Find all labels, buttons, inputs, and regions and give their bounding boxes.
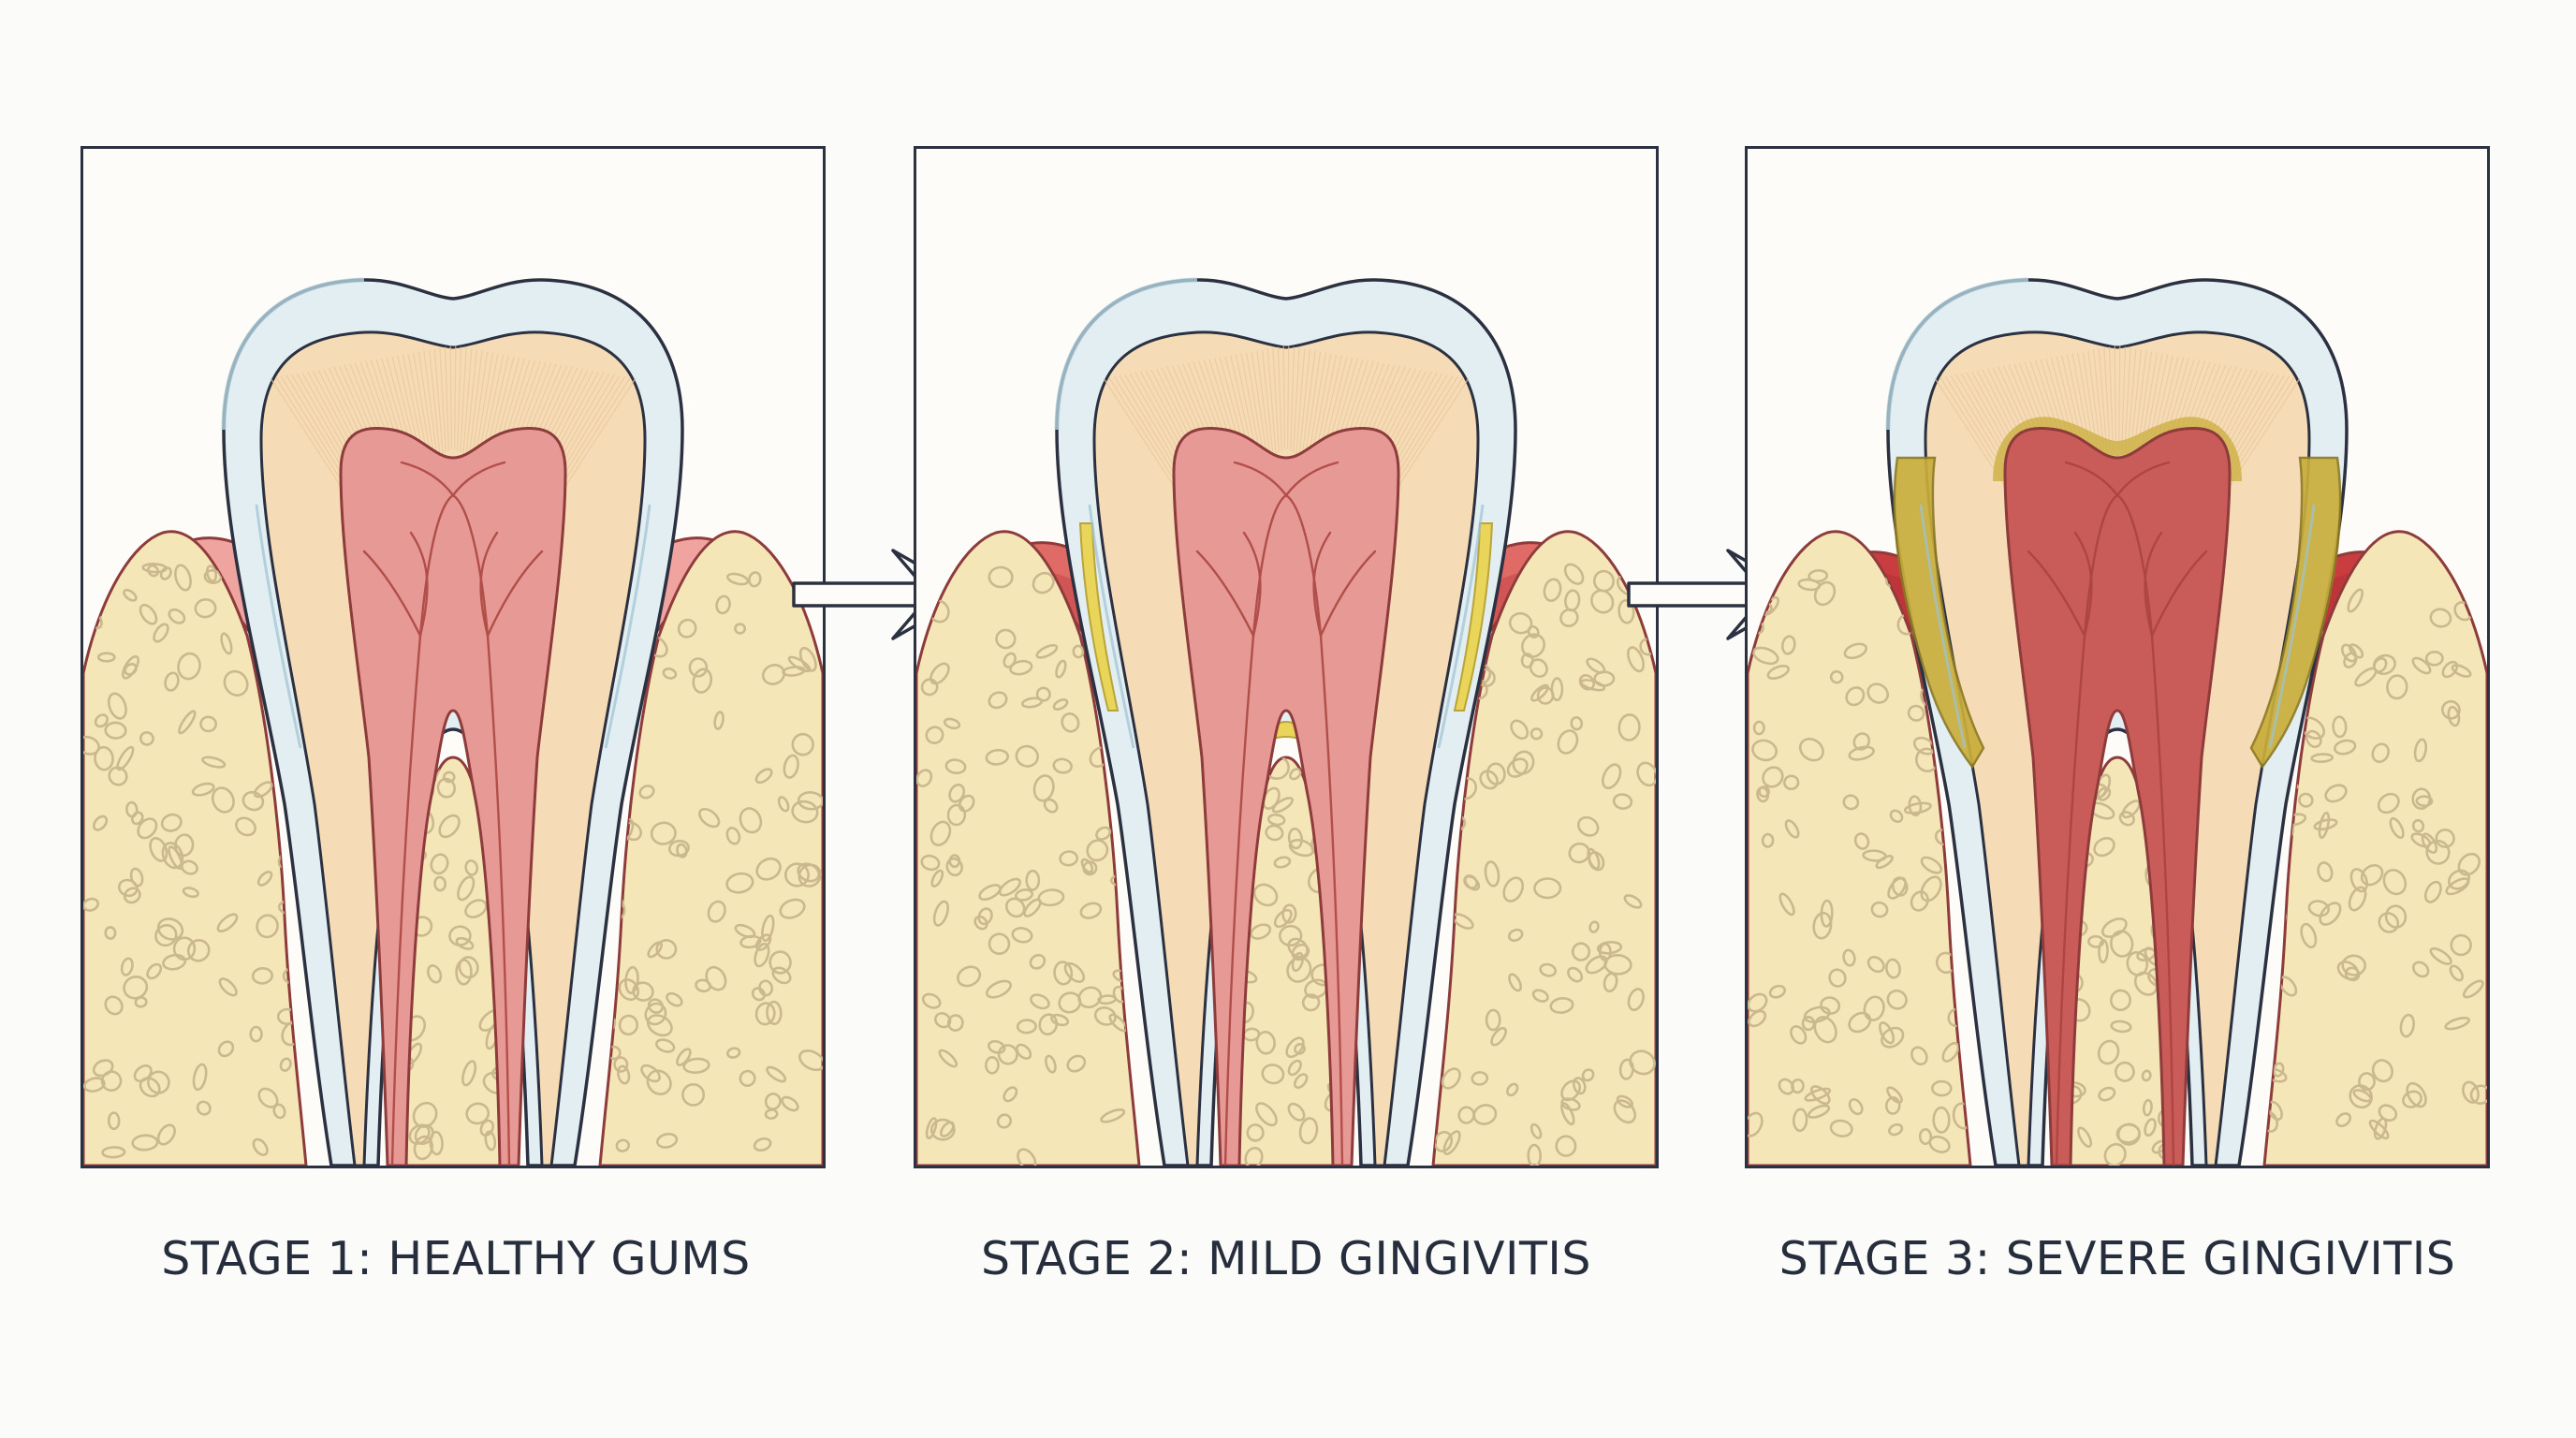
tooth-cross-section-2: [916, 149, 1656, 1166]
tooth-cross-section-1: [83, 149, 823, 1166]
caption-stage-1: STAGE 1: HEALTHY GUMS: [161, 1232, 751, 1285]
caption-stage-2: STAGE 2: MILD GINGIVITIS: [981, 1232, 1591, 1285]
bone-right: [2262, 530, 2487, 1166]
panel-stage-3: [1745, 146, 2490, 1168]
pulp: [2003, 426, 2232, 1166]
tooth-cross-section-3: [1748, 149, 2487, 1166]
pulp: [1172, 426, 1400, 1166]
pulp: [339, 426, 567, 1166]
panel-stage-2: [914, 146, 1659, 1168]
panel-stage-1: [80, 146, 826, 1168]
caption-stage-3: STAGE 3: SEVERE GINGIVITIS: [1778, 1232, 2456, 1285]
